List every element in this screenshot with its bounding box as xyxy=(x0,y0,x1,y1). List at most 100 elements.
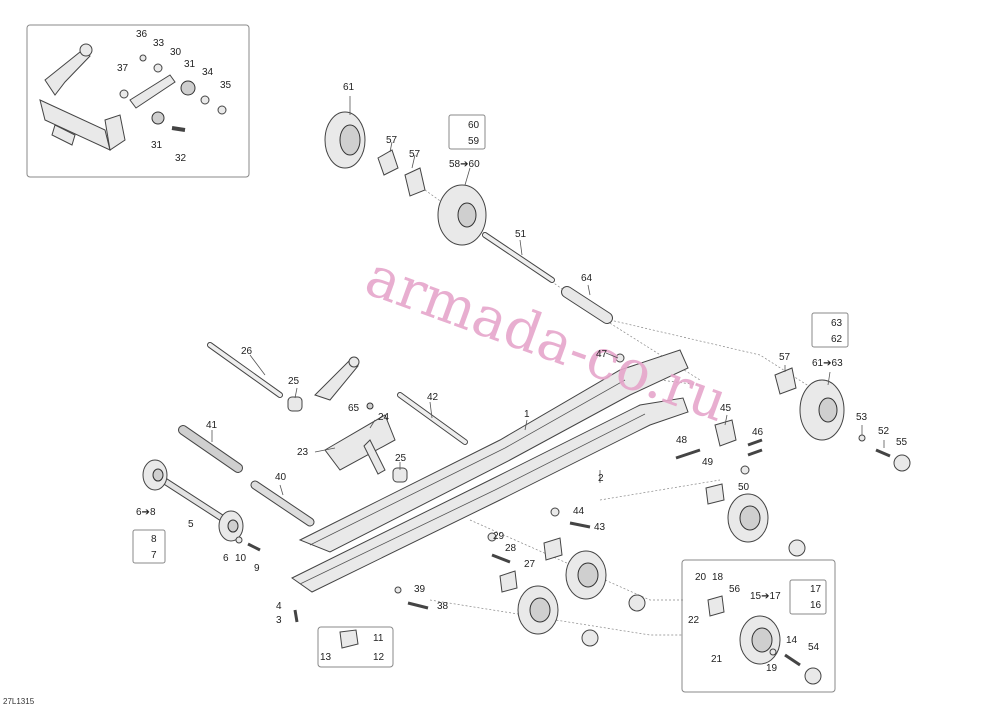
callout-31a: 31 xyxy=(184,59,196,70)
shaft-40 xyxy=(250,480,315,527)
callout-49: 49 xyxy=(702,457,714,468)
callout-35: 35 xyxy=(220,80,232,91)
callout-8: 8 xyxy=(151,534,157,545)
shaft-42 xyxy=(397,392,468,445)
callout-60: 60 xyxy=(468,120,480,131)
callout-2: 2 xyxy=(598,473,604,484)
callout-57b: 57 xyxy=(409,149,421,160)
callout-36: 36 xyxy=(136,29,148,40)
bushing-25b xyxy=(392,467,408,483)
callout-65: 65 xyxy=(348,403,360,414)
callout-39: 39 xyxy=(414,584,426,595)
inset-box-7-8 xyxy=(132,529,166,564)
callout-50: 50 xyxy=(738,482,750,493)
callout-54: 54 xyxy=(808,642,820,653)
callout-64: 64 xyxy=(581,273,593,284)
callout-20: 20 xyxy=(695,572,707,583)
callout-41: 41 xyxy=(206,420,218,431)
bushing-25a xyxy=(287,396,303,412)
callout-13: 13 xyxy=(320,652,332,663)
callout-58-60: 58➔60 xyxy=(449,159,480,170)
callout-62: 62 xyxy=(831,334,843,345)
callout-52: 52 xyxy=(878,426,890,437)
shaft-26 xyxy=(207,342,283,398)
callout-42: 42 xyxy=(427,392,439,403)
callout-57a: 57 xyxy=(386,135,398,146)
leader-lines xyxy=(211,96,885,496)
end-caps xyxy=(581,454,911,685)
callout-9: 9 xyxy=(254,563,260,574)
callout-44: 44 xyxy=(573,506,585,517)
callout-26: 26 xyxy=(241,346,253,357)
callout-19: 19 xyxy=(766,663,778,674)
callout-25b: 25 xyxy=(395,453,407,464)
inset-box-16-17 xyxy=(789,579,827,615)
wheel-6-rear xyxy=(218,510,244,542)
callout-56: 56 xyxy=(729,584,741,595)
callout-38: 38 xyxy=(437,601,449,612)
callout-4: 4 xyxy=(276,601,282,612)
callout-17: 17 xyxy=(810,584,822,595)
pivot-arm-23 xyxy=(287,356,408,483)
shaft-5 xyxy=(156,474,229,524)
callout-23: 23 xyxy=(297,447,309,458)
tube-64 xyxy=(561,286,613,324)
callout-51: 51 xyxy=(515,229,527,240)
wheel-58 xyxy=(437,184,487,246)
callout-31b: 31 xyxy=(151,140,163,151)
callout-25a: 25 xyxy=(288,376,300,387)
callout-59: 59 xyxy=(468,136,480,147)
wheel-50 xyxy=(727,493,769,543)
callout-55: 55 xyxy=(896,437,908,448)
wheel-mid-a xyxy=(565,550,607,600)
callout-10: 10 xyxy=(235,553,247,564)
callout-43: 43 xyxy=(594,522,606,533)
callout-12: 12 xyxy=(373,652,385,663)
callout-7: 7 xyxy=(151,550,157,561)
wheel-6-front xyxy=(142,459,168,491)
callout-47: 47 xyxy=(596,349,608,360)
callout-30: 30 xyxy=(170,47,182,58)
callout-61: 61 xyxy=(343,82,355,93)
callout-46: 46 xyxy=(752,427,764,438)
slide-rail-1 xyxy=(298,349,689,553)
shaft-41 xyxy=(178,425,243,473)
shaft-51 xyxy=(482,232,555,283)
callout-labels: 1 2 3 4 5 6 6➔8 7 8 9 10 11 12 13 14 15➔… xyxy=(3,29,908,706)
axle-blocks xyxy=(339,149,797,649)
callout-45: 45 xyxy=(720,403,732,414)
grease-drop-icon xyxy=(366,402,374,410)
wheel-61 xyxy=(324,111,366,169)
callout-24: 24 xyxy=(378,412,390,423)
wheel-61-63 xyxy=(799,379,845,441)
callout-6: 6 xyxy=(223,553,229,564)
callout-53: 53 xyxy=(856,412,868,423)
callout-34: 34 xyxy=(202,67,214,78)
wheel-mid-b xyxy=(517,585,559,635)
inset-box-59-60 xyxy=(448,114,486,150)
callout-57c: 57 xyxy=(779,352,791,363)
callout-1: 1 xyxy=(524,409,530,420)
callout-11: 11 xyxy=(373,633,384,644)
fasteners xyxy=(235,353,891,667)
callout-6-8: 6➔8 xyxy=(136,507,156,518)
callout-28: 28 xyxy=(505,543,517,554)
callout-29: 29 xyxy=(493,531,505,542)
inset-box-62-63 xyxy=(811,312,849,348)
callout-40: 40 xyxy=(275,472,287,483)
callout-61-63: 61➔63 xyxy=(812,358,843,369)
wheel-15 xyxy=(739,615,781,665)
callout-14: 14 xyxy=(786,635,798,646)
callout-3: 3 xyxy=(276,615,282,626)
callout-16: 16 xyxy=(810,600,822,611)
callout-63: 63 xyxy=(831,318,843,329)
figure-reference: 27L1315 xyxy=(3,697,35,706)
callout-5: 5 xyxy=(188,519,194,530)
inset-assembly-parts xyxy=(39,43,227,151)
callout-21: 21 xyxy=(711,654,723,665)
callout-32: 32 xyxy=(175,153,187,164)
callout-15-17: 15➔17 xyxy=(750,591,781,602)
callout-37: 37 xyxy=(117,63,129,74)
callout-48: 48 xyxy=(676,435,688,446)
